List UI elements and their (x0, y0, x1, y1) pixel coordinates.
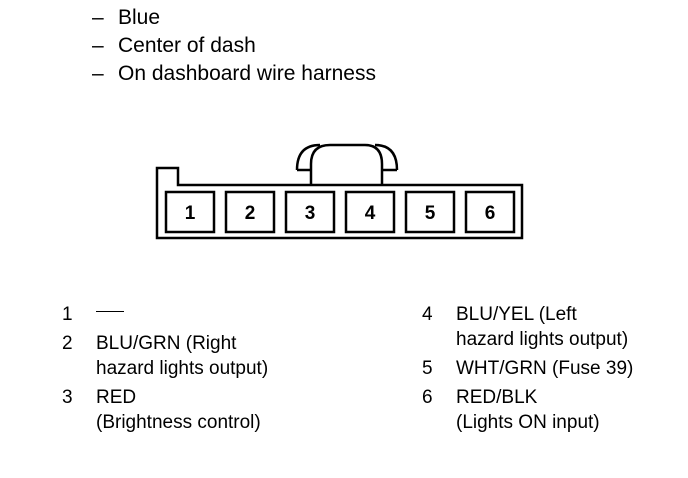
pin-number: 2 (245, 203, 256, 224)
pin-cavity (464, 190, 516, 234)
pin-number: 4 (365, 203, 376, 224)
pin-cavity (224, 190, 276, 234)
pin-cavity (284, 190, 336, 234)
pin-number: 1 (185, 203, 196, 224)
pin-cavity (164, 190, 216, 234)
legend-item: 4 BLU/YEL (Left hazard lights output) (422, 304, 629, 350)
pin-number: 6 (485, 203, 496, 224)
pin-cavity (404, 190, 456, 234)
note-color: –Blue (92, 6, 161, 29)
connector-notes: –Blue –Center of dash –On dashboard wire… (92, 4, 376, 88)
pin-number: 5 (425, 203, 436, 224)
unused-pin-dash (96, 311, 124, 312)
legend-item: 3 RED (Brightness control) (62, 387, 261, 433)
legend-item: 1 (62, 302, 268, 327)
connector-body (155, 166, 524, 240)
pin-legend-left: 1 2 BLU/GRN (Right hazard lights output)… (62, 302, 268, 439)
legend-item: 2 BLU/GRN (Right hazard lights output) (62, 333, 269, 379)
legend-item: 5 WHT/GRN (Fuse 39) (422, 358, 634, 379)
legend-item: 6 RED/BLK (Lights ON input) (422, 387, 600, 433)
connector-lock-tab (309, 143, 384, 185)
pin-legend-right: 4 BLU/YEL (Left hazard lights output) 5 … (422, 302, 633, 439)
note-harness: –On dashboard wire harness (92, 62, 376, 85)
pin-cavity (344, 190, 396, 234)
note-location: –Center of dash (92, 34, 256, 57)
pin-number: 3 (305, 203, 316, 224)
